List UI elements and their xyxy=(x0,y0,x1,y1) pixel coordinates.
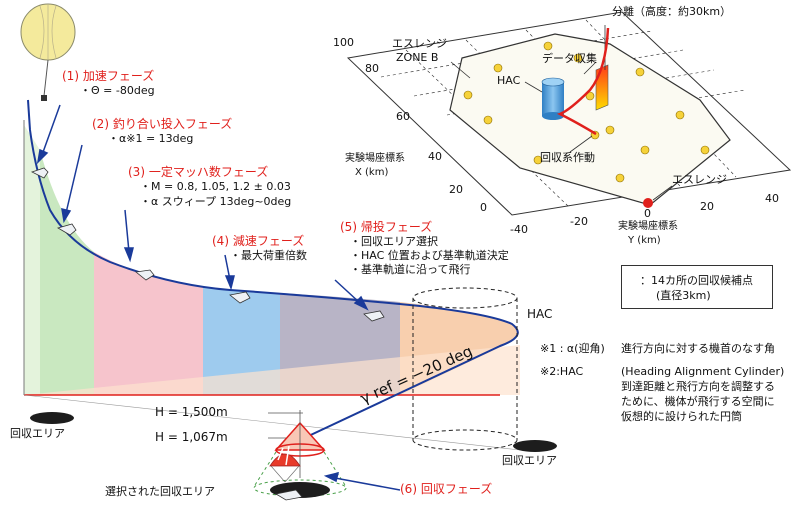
phase-band-1 xyxy=(24,125,40,395)
phase-2-title: (2) 釣り合い投入フェーズ xyxy=(92,117,233,131)
map-esrange-label: エスレンジ xyxy=(672,173,727,186)
altitude-1067-label: H = 1,067m xyxy=(155,430,228,444)
altitude-1500-label: H = 1,500m xyxy=(155,405,228,419)
phase-3-detail-2: ・α スウィープ 13deg~0deg xyxy=(140,195,292,208)
map-hac-label: HAC xyxy=(497,74,521,87)
map-x-tick: 40 xyxy=(428,150,442,163)
parachute-icon xyxy=(269,445,301,483)
phase-5-title: (5) 帰投フェーズ xyxy=(340,220,433,234)
annotation-arrows xyxy=(36,104,401,491)
recovery-area-pad-left xyxy=(30,412,74,424)
map-y-axis-title-1: 実験場座標系 xyxy=(618,221,678,232)
map-x-axis-title-1: 実験場座標系 xyxy=(345,153,405,164)
legend-text-1: ：14カ所の回収候補点 xyxy=(640,274,753,287)
note-2-key: ※2:HAC xyxy=(540,365,584,378)
map-x-tick: 80 xyxy=(365,62,379,75)
separation-column xyxy=(595,64,609,111)
phase-6-title: (6) 回収フェーズ xyxy=(400,482,493,496)
map-x-axis-title-2: X (km) xyxy=(355,167,389,178)
note-2-line-1: (Heading Alignment Cylinder) xyxy=(621,365,785,378)
map-recovery-op-label: 回収系作動 xyxy=(540,151,595,164)
recovery-area-right-label: 回収エリア xyxy=(502,454,557,467)
map-y-tick: -20 xyxy=(570,215,588,228)
phase-5-detail-2: ・HAC 位置および基準軌道決定 xyxy=(350,249,509,262)
note-2-line-4: 仮想的に設けられた円筒 xyxy=(621,410,742,423)
phase-2-detail: ・α※1 = 13deg xyxy=(108,132,194,145)
phase-4-title: (4) 減速フェーズ xyxy=(212,234,305,248)
phase-band-2 xyxy=(40,150,94,395)
hac-label: HAC xyxy=(527,307,553,321)
phase-band-3 xyxy=(94,252,203,395)
zone-b-boundary xyxy=(449,33,731,206)
phase-5-detail-3: ・基準軌道に沿って飛行 xyxy=(350,263,471,276)
ground xyxy=(23,120,521,451)
esrange-marker xyxy=(643,198,653,208)
note-2-line-3: ために、機体が飛行する空間に xyxy=(621,395,775,408)
map-zone-label-2: ZONE B xyxy=(396,51,439,64)
phase-3-title: (3) 一定マッハ数フェーズ xyxy=(128,165,269,179)
map-y-axis-title-2: Y (km) xyxy=(628,235,661,246)
legend-box xyxy=(621,265,773,309)
map-separation-label: 分離（高度：約30km） xyxy=(612,5,732,18)
vehicle-icon xyxy=(30,167,385,501)
map-flight-path xyxy=(556,27,610,136)
hac-cylinder xyxy=(412,287,518,451)
note-2-line-2: 到達距離と飛行方向を調整する xyxy=(621,380,775,393)
map-x-tick: 100 xyxy=(333,36,354,49)
map-zone-label-1: エスレンジ xyxy=(392,37,447,50)
candidate-points xyxy=(463,41,710,183)
note-1-key: ※1 : α(迎角) xyxy=(540,342,605,355)
map-data-collection-label: データ収集 xyxy=(542,52,597,65)
phase-band-4 xyxy=(203,287,280,395)
map-y-tick: 20 xyxy=(700,200,714,213)
phase-1-title: (1) 加速フェーズ xyxy=(62,69,155,83)
phase-4-detail: ・最大荷重倍数 xyxy=(230,249,307,262)
trajectory-line xyxy=(27,99,519,441)
map-x-tick: 0 xyxy=(480,201,487,214)
descent-cone xyxy=(253,410,347,497)
map-y-tick: 40 xyxy=(765,192,779,205)
recovery-area-pad-right xyxy=(513,440,557,452)
map-y-tick: -40 xyxy=(510,223,528,236)
phase-5-detail-1: ・回収エリア選択 xyxy=(350,235,438,248)
phase-1-detail: ・Θ = -80deg xyxy=(80,84,155,97)
balloon xyxy=(20,3,76,101)
map-x-tick: 60 xyxy=(396,110,410,123)
legend-text-2: (直径3km) xyxy=(656,289,711,302)
recovery-area-left-label: 回収エリア xyxy=(10,427,65,440)
phase-3-detail-1: ・M = 0.8, 1.05, 1.2 ± 0.03 xyxy=(140,180,291,193)
range-map xyxy=(346,11,792,216)
phase-bands xyxy=(24,125,520,395)
selected-area-label: 選択された回収エリア xyxy=(105,485,215,498)
note-1-text: 進行方向に対する機首のなす角 xyxy=(621,342,775,355)
map-y-tick: 0 xyxy=(644,207,651,220)
map-x-tick: 20 xyxy=(449,183,463,196)
